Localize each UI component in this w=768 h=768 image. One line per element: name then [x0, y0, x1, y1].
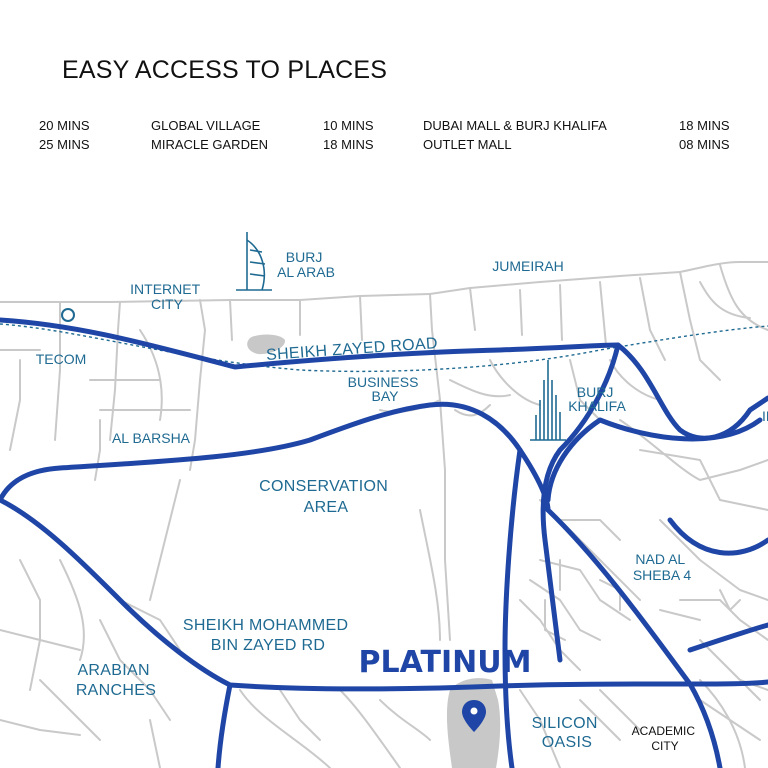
map-label-burj-al-arab: BURJ AL ARAB — [277, 249, 335, 280]
map-label-nad-al-sheba: NAD AL SHEBA 4 — [633, 551, 692, 583]
highway-south-west — [215, 682, 233, 768]
travel-times-list: 20 MINS GLOBAL VILLAGE 10 MINS DUBAI MAL… — [0, 116, 768, 160]
burj-al-arab-icon — [236, 232, 272, 291]
map-label-jumeirah: JUMEIRAH — [492, 258, 564, 274]
highway-smbz — [0, 497, 768, 692]
highway-right — [667, 517, 768, 556]
burj-khalifa-icon — [530, 360, 566, 441]
highway-right-2 — [687, 622, 768, 653]
map-label-conservation-area: CONSERVATION AREA — [259, 478, 393, 516]
map-label-business-bay: BUSINESS BAY — [348, 374, 423, 404]
page-title: EASY ACCESS TO PLACES — [62, 56, 388, 84]
highways — [0, 317, 768, 768]
highway-al-ain — [545, 417, 763, 503]
map-label-academic-city: ACADEMIC CITY — [632, 724, 699, 753]
highway-emirates — [545, 507, 723, 768]
map-label-al-barsha: AL BARSHA — [112, 430, 191, 446]
map-label-tecom: TECOM — [36, 351, 87, 367]
map-label-burj-khalifa: BURJ KHALIFA — [568, 384, 626, 414]
travel-time: 20 MINS — [39, 118, 90, 133]
location-pin-icon[interactable] — [462, 700, 486, 732]
travel-time: 10 MINS — [323, 118, 374, 133]
map-label-silicon-oasis: SILICON OASIS — [532, 715, 603, 751]
travel-time: 25 MINS — [39, 137, 90, 152]
lake-area — [247, 334, 286, 355]
highway-silicon — [502, 447, 523, 768]
travel-destination: DUBAI MALL & BURJ KHALIFA — [423, 118, 607, 133]
map-label-internet-city: INTERNET CITY — [130, 281, 204, 312]
marina-circle-icon — [61, 308, 75, 322]
travel-destination: OUTLET MALL — [423, 137, 512, 152]
travel-destination: MIRACLE GARDEN — [151, 137, 269, 152]
map-label-arabian-ranches: ARABIAN RANCHES — [76, 662, 156, 699]
map-label-smbz-road: SHEIKH MOHAMMED BIN ZAYED RD — [183, 617, 353, 654]
map-label-platinum: PLATINUM — [359, 645, 532, 680]
travel-time: 18 MINS — [679, 118, 730, 133]
map-label-edge: IN — [762, 408, 768, 424]
travel-time: 18 MINS — [323, 137, 374, 152]
highway-sheikh-zayed — [0, 317, 768, 441]
highway-al-khail — [540, 342, 621, 663]
travel-destination: GLOBAL VILLAGE — [151, 118, 261, 133]
travel-time: 08 MINS — [679, 137, 730, 152]
